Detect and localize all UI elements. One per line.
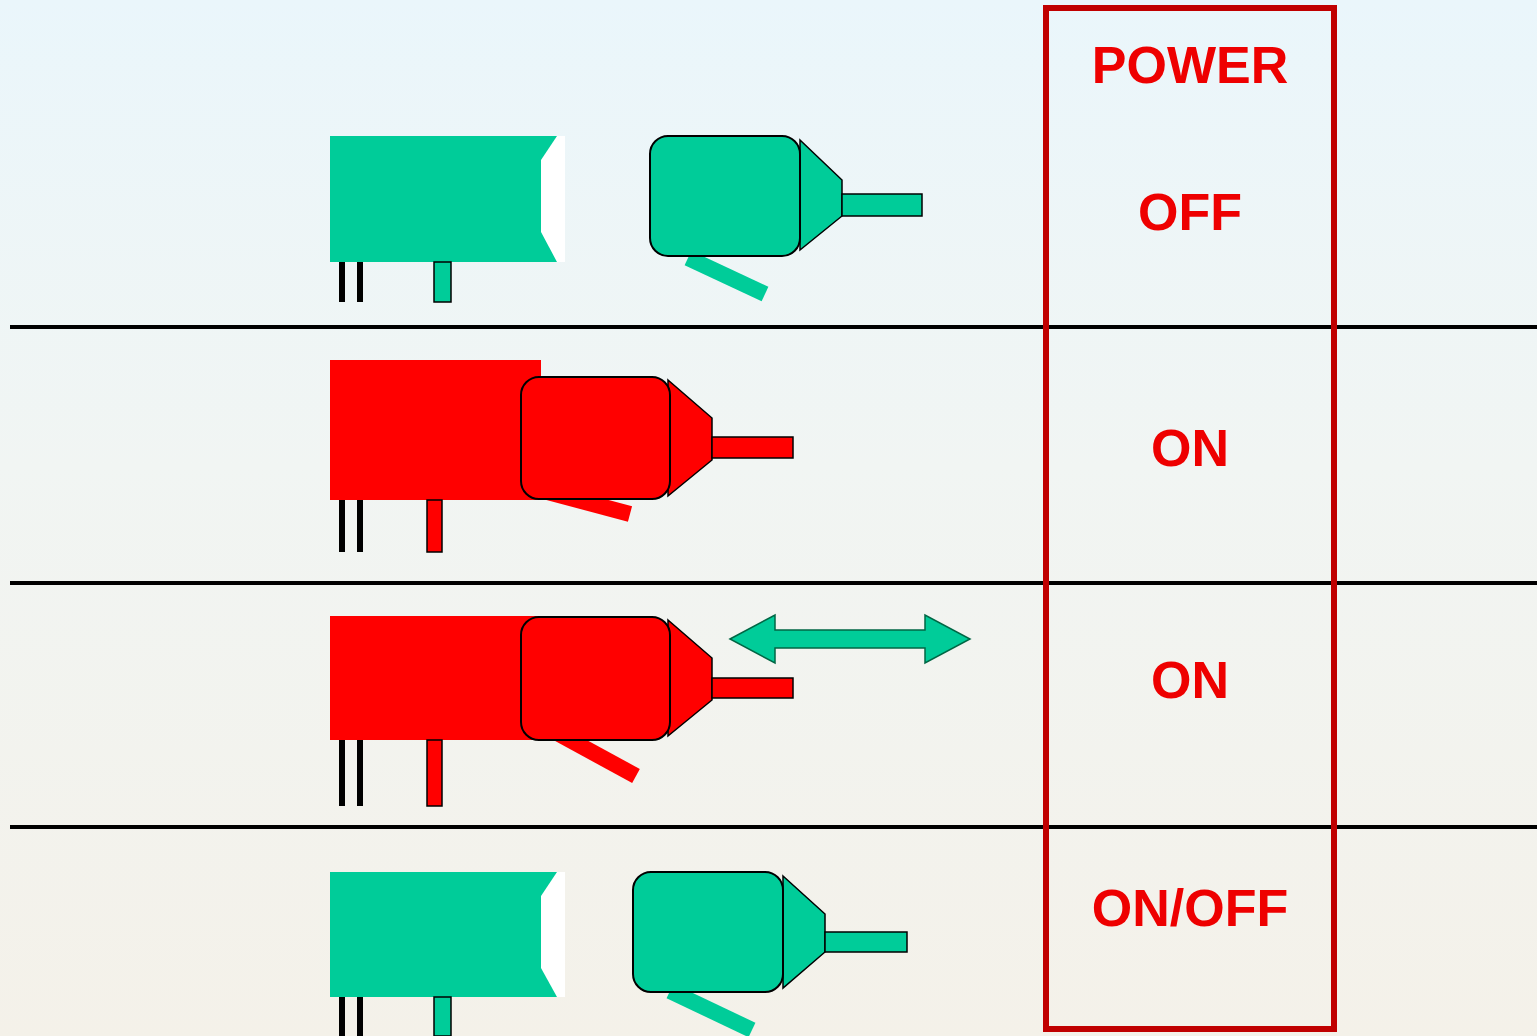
plug-cone [800,140,842,250]
connector-connected [330,360,793,552]
pin [357,500,363,552]
pin [339,500,345,552]
plug-cone [668,620,712,736]
power-state: ON/OFF [1049,878,1331,938]
pin [357,740,363,806]
receptacle-opening [541,872,565,997]
pin [434,262,451,302]
connector-disconnected [330,136,922,302]
pin [339,262,345,302]
separator-line [10,581,1537,585]
separator-line [10,325,1537,329]
plug-cable [825,932,907,952]
plug-body [650,136,800,256]
plug-cone [668,380,712,496]
pin [357,262,363,302]
pin [427,500,442,552]
plug-cable [842,194,922,216]
connector-connected-moving [330,615,970,806]
receptacle-opening [541,136,565,262]
plug-latch [670,991,752,1030]
plug-cable [712,437,793,458]
column-heading: POWER [1049,35,1331,95]
pin [357,997,363,1036]
power-status-box: POWER OFF ON ON ON/OFF [1043,5,1337,1032]
plug-cable [712,678,793,698]
pin [427,740,442,806]
pin [339,997,345,1036]
plug-body [521,377,670,499]
plug-body [521,617,670,740]
pin [434,997,451,1036]
plug-latch [688,258,765,294]
plug-cone [783,876,825,988]
power-state: ON [1049,418,1331,478]
receptacle-body [330,616,541,740]
power-state: OFF [1049,182,1331,242]
separator-line [10,825,1537,829]
row-separators [10,327,1537,827]
receptacle-body [330,360,541,500]
receptacle-body [330,136,557,262]
plug-body [633,872,783,992]
power-state: ON [1049,650,1331,710]
pin [339,740,345,806]
connector-disconnected [330,872,907,1036]
movement-arrow [730,615,970,663]
receptacle-body [330,872,557,997]
